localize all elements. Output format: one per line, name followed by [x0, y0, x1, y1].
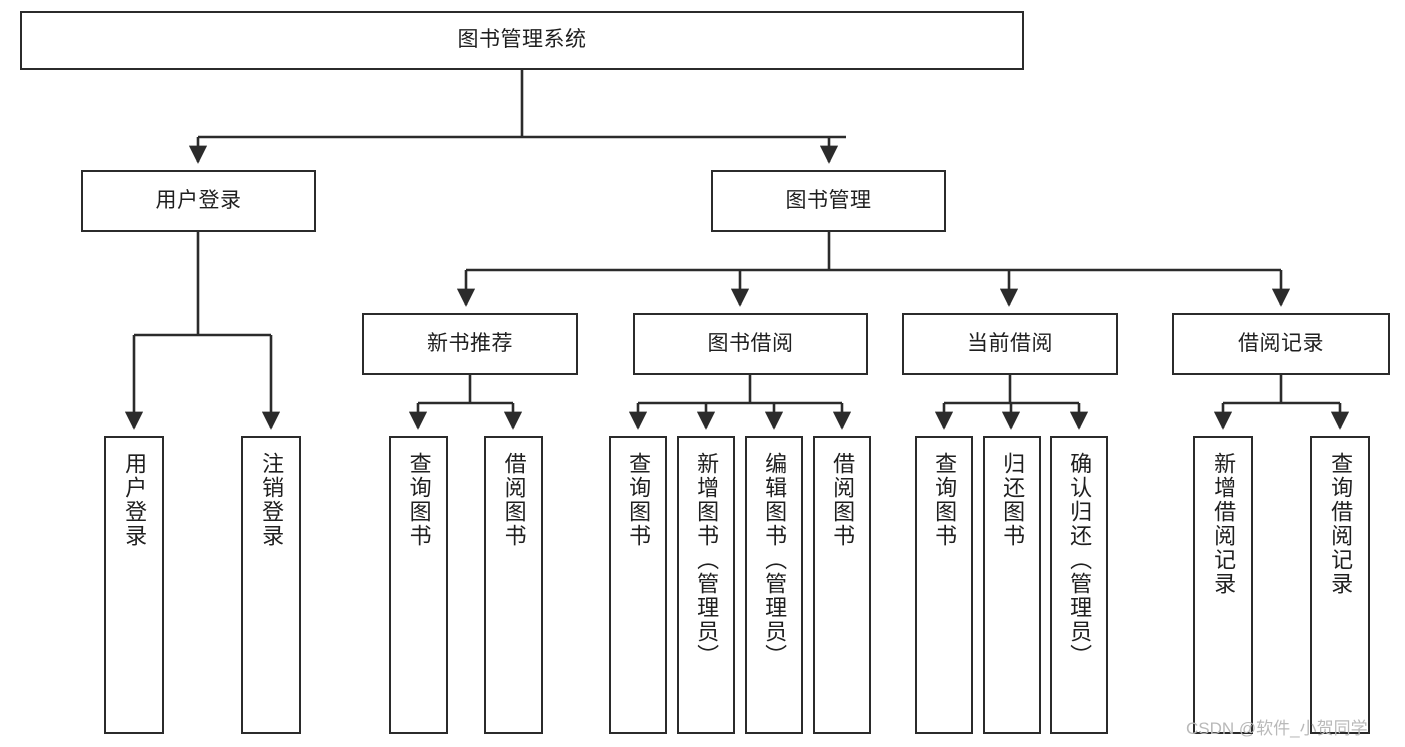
node-leaf-query-book-1[interactable]: 查询图书: [389, 436, 448, 734]
node-leaf-return-book[interactable]: 归还图书: [983, 436, 1041, 734]
node-leaf-return-book-label: 归还图书: [1000, 452, 1026, 548]
node-leaf-query-book-1-label: 查询图书: [406, 452, 432, 548]
csdn-watermark: CSDN @软件_小贺同学: [1186, 719, 1368, 738]
node-new-book-recommend-label: 新书推荐: [427, 331, 513, 355]
node-leaf-borrow-book-1[interactable]: 借阅图书: [484, 436, 543, 734]
node-borrow-record-label: 借阅记录: [1238, 331, 1324, 355]
node-leaf-query-book-2-label: 查询图书: [626, 452, 652, 548]
node-leaf-logout-login-label: 注销登录: [259, 452, 285, 548]
node-leaf-confirm-return-label: 确认归还（管理员）: [1067, 452, 1093, 668]
node-book-borrow[interactable]: 图书借阅: [633, 313, 868, 375]
node-new-book-recommend[interactable]: 新书推荐: [362, 313, 578, 375]
node-leaf-borrow-book-1-label: 借阅图书: [501, 452, 527, 548]
node-leaf-add-book-label: 新增图书（管理员）: [694, 452, 720, 668]
node-book-manage-label: 图书管理: [785, 188, 872, 212]
node-current-borrow-label: 当前借阅: [967, 331, 1053, 355]
node-leaf-borrow-book-2[interactable]: 借阅图书: [813, 436, 871, 734]
node-leaf-borrow-book-2-label: 借阅图书: [830, 452, 856, 548]
node-leaf-add-book[interactable]: 新增图书（管理员）: [677, 436, 735, 734]
node-leaf-confirm-return[interactable]: 确认归还（管理员）: [1050, 436, 1108, 734]
node-leaf-query-book-2[interactable]: 查询图书: [609, 436, 667, 734]
node-book-manage[interactable]: 图书管理: [711, 170, 946, 232]
node-leaf-edit-book[interactable]: 编辑图书（管理员）: [745, 436, 803, 734]
node-leaf-add-record-label: 新增借阅记录: [1211, 452, 1237, 596]
node-book-borrow-label: 图书借阅: [707, 331, 794, 355]
node-borrow-record[interactable]: 借阅记录: [1172, 313, 1390, 375]
node-root[interactable]: 图书管理系统: [20, 11, 1024, 70]
node-leaf-add-record[interactable]: 新增借阅记录: [1193, 436, 1253, 734]
node-leaf-user-login[interactable]: 用户登录: [104, 436, 164, 734]
node-user-login-label: 用户登录: [155, 188, 242, 212]
node-leaf-query-record[interactable]: 查询借阅记录: [1310, 436, 1370, 734]
node-user-login[interactable]: 用户登录: [81, 170, 316, 232]
node-leaf-logout-login[interactable]: 注销登录: [241, 436, 301, 734]
node-leaf-query-book-3-label: 查询图书: [932, 452, 958, 548]
node-leaf-user-login-label: 用户登录: [122, 452, 148, 548]
node-current-borrow[interactable]: 当前借阅: [902, 313, 1118, 375]
node-leaf-query-record-label: 查询借阅记录: [1328, 452, 1354, 596]
node-root-label: 图书管理系统: [457, 28, 587, 52]
node-leaf-edit-book-label: 编辑图书（管理员）: [762, 452, 788, 668]
node-leaf-query-book-3[interactable]: 查询图书: [915, 436, 973, 734]
